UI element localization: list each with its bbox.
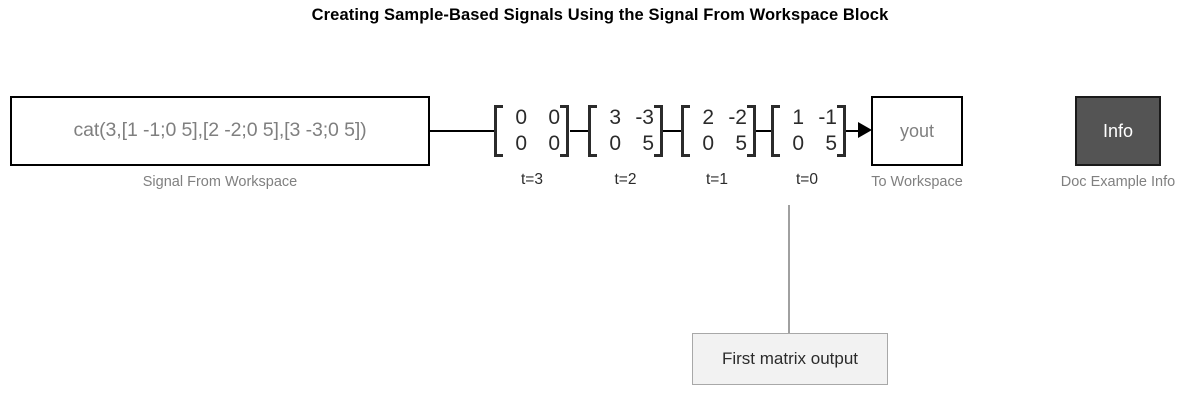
matrix-label-t1: t=1 (706, 171, 728, 188)
matrix-row: 0 5 (690, 131, 747, 155)
page-title: Creating Sample-Based Signals Using the … (311, 6, 889, 24)
signal-wire-segment-2 (663, 129, 681, 132)
signal-from-workspace-caption: Signal From Workspace (142, 174, 298, 190)
signal-wire-segment-1 (570, 129, 588, 132)
matrix-row: 3 -3 (597, 107, 654, 129)
matrix-row: 0 0 (503, 131, 560, 155)
matrix-cell: 0 (548, 106, 560, 130)
matrix-row: 0 5 (780, 131, 837, 155)
matrix-row: 1 -1 (780, 107, 837, 129)
doc-example-info-caption: Doc Example Info (1060, 174, 1176, 190)
matrix-cell: 5 (825, 131, 837, 155)
signal-wire-source-to-matrix (430, 129, 497, 132)
matrix-cell: 0 (792, 131, 804, 155)
matrix-label-t3: t=3 (521, 171, 543, 188)
matrix-cell: 0 (515, 131, 527, 155)
matrix-label-t2: t=2 (614, 171, 637, 188)
annotation-text: First matrix output (721, 349, 859, 368)
doc-example-info-value: Info (1102, 121, 1134, 141)
signal-wire-to-sink (843, 129, 865, 132)
matrix-sample-t1: 2 -2 0 5 (681, 96, 756, 166)
matrix-sample-t3: 0 0 0 0 (494, 96, 570, 166)
annotation-box[interactable]: First matrix output (692, 333, 888, 385)
signal-from-workspace-block[interactable]: cat(3,[1 -1;0 5],[2 -2;0 5],[3 -3;0 5]) (10, 96, 430, 166)
matrix-row: 0 5 (597, 131, 654, 155)
matrix-cell: 1 (792, 106, 804, 130)
signal-from-workspace-value: cat(3,[1 -1;0 5],[2 -2;0 5],[3 -3;0 5]) (73, 119, 367, 142)
matrix-sample-t0: 1 -1 0 5 (771, 96, 846, 166)
matrix-cell: 0 (515, 106, 527, 130)
signal-wire-segment-3 (753, 129, 771, 132)
matrix-cell: 0 (609, 131, 621, 155)
matrix-row: 2 -2 (690, 107, 747, 129)
matrix-cell: -3 (635, 106, 654, 130)
matrix-cell: 0 (702, 131, 714, 155)
doc-example-info-block[interactable]: Info (1075, 96, 1161, 166)
to-workspace-block[interactable]: yout (871, 96, 963, 166)
matrix-label-t0: t=0 (796, 171, 818, 188)
to-workspace-caption: To Workspace (871, 174, 963, 190)
matrix-cell: 3 (609, 106, 621, 130)
matrix-cell: 0 (548, 131, 560, 155)
matrix-cell: -2 (728, 106, 747, 130)
matrix-sample-t2: 3 -3 0 5 (588, 96, 663, 166)
signal-arrow-icon (858, 122, 872, 138)
matrix-cell: 2 (702, 106, 714, 130)
matrix-cell: -1 (818, 106, 837, 130)
to-workspace-value: yout (899, 121, 935, 141)
annotation-connector-line (788, 205, 790, 333)
matrix-cell: 5 (735, 131, 747, 155)
matrix-cell: 5 (642, 131, 654, 155)
matrix-row: 0 0 (503, 107, 560, 129)
